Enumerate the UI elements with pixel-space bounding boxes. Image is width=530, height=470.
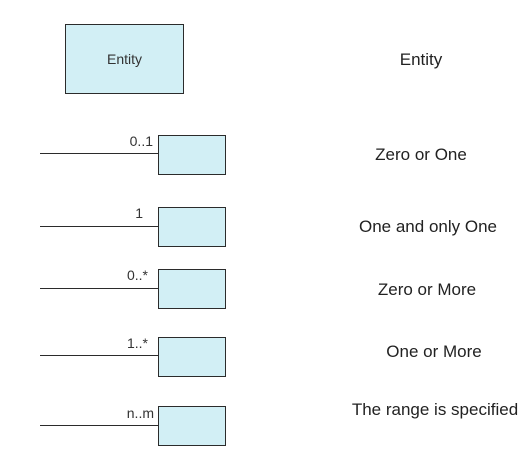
- multiplicity-label: 0..*: [126, 267, 148, 283]
- relationship-line: [40, 288, 159, 289]
- row-zero-or-more: 0..*: [0, 267, 240, 309]
- multiplicity-label: 0..1: [129, 133, 153, 149]
- row-zero-or-one: 0..1: [0, 133, 240, 175]
- row-range-specified: n..m: [0, 405, 240, 446]
- relationship-line: [40, 425, 159, 426]
- entity-box-small: [158, 337, 226, 377]
- multiplicity-label: 1..*: [126, 335, 148, 351]
- relationship-line: [40, 355, 159, 356]
- row-one-or-more: 1..*: [0, 335, 240, 377]
- entity-box-small: [158, 135, 226, 175]
- relationship-line: [40, 226, 159, 227]
- row-description: The range is specified: [351, 400, 519, 419]
- entity-box-label: Entity: [106, 51, 142, 67]
- row-description: One and only One: [359, 217, 497, 236]
- row-description: Zero or More: [377, 280, 477, 299]
- row-one-and-only-one: 1: [0, 205, 240, 247]
- row-description: One or More: [386, 342, 482, 361]
- entity-box: Entity: [65, 24, 184, 94]
- multiplicity-label: n..m: [126, 405, 154, 421]
- entity-box-small: [158, 269, 226, 309]
- multiplicity-label: 1: [135, 205, 143, 221]
- relationship-line: [40, 153, 159, 154]
- row-description: Zero or One: [375, 145, 467, 164]
- entity-box-small: [158, 406, 226, 446]
- entity-box-small: [158, 207, 226, 247]
- entity-description: Entity: [399, 50, 443, 69]
